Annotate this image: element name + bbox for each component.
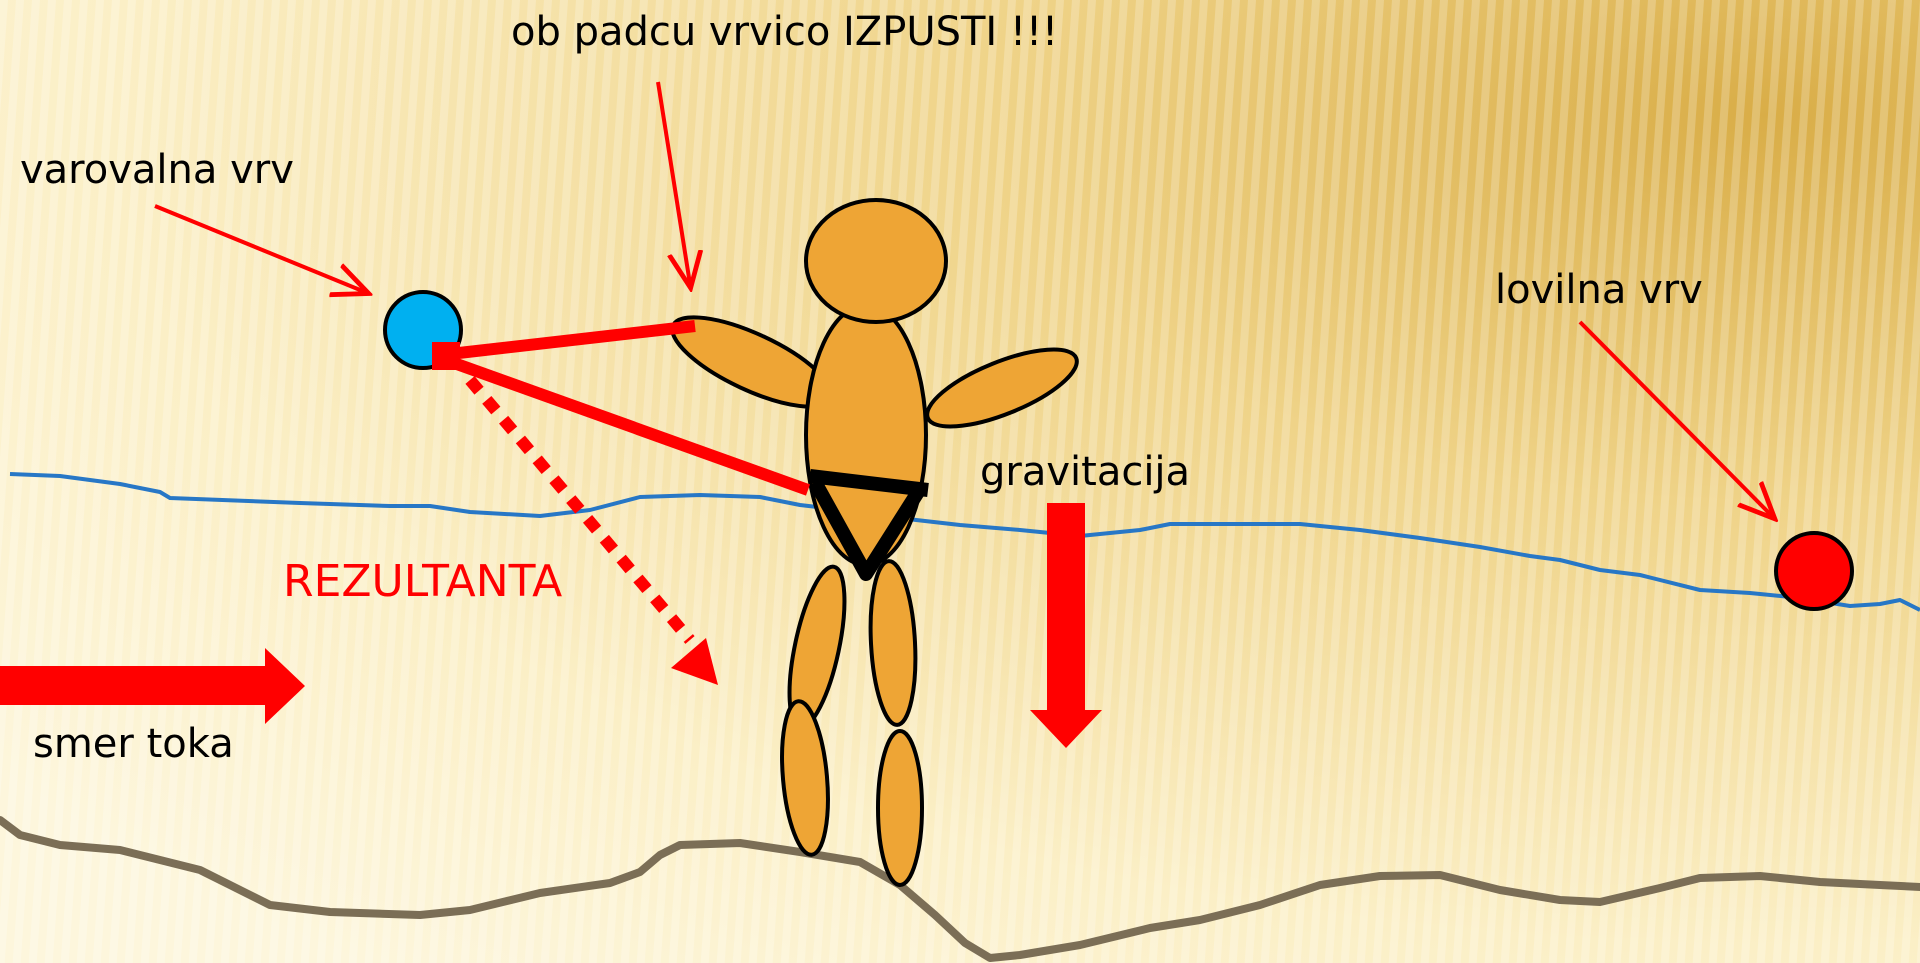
harness bbox=[808, 469, 929, 581]
pointer-catch-rope-arrow bbox=[1578, 320, 1772, 516]
river-bed-line bbox=[0, 816, 1920, 962]
figure-leg-upper-right bbox=[868, 559, 918, 727]
swimmer-figure bbox=[670, 198, 1079, 887]
catch-rope-ball bbox=[1774, 531, 1854, 611]
figure-torso bbox=[804, 303, 928, 567]
flow-direction-label: smer toka bbox=[33, 721, 234, 767]
harness-rope bbox=[437, 352, 811, 496]
pointer-instruction-arrow bbox=[656, 81, 690, 284]
flow-direction-arrow bbox=[0, 648, 305, 724]
instruction-label: ob padcu vrvico IZPUSTI !!! bbox=[511, 9, 1059, 55]
pointer-belay-rope-arrow bbox=[154, 204, 365, 292]
figure-leg-lower-left bbox=[780, 699, 830, 857]
rope-anchor bbox=[432, 342, 460, 370]
gravity-arrow bbox=[1030, 503, 1102, 748]
catch-rope-label: lovilna vrv bbox=[1495, 267, 1703, 313]
figure-leg-lower-right bbox=[876, 729, 924, 887]
resultant-arrow-line bbox=[465, 376, 695, 644]
resultant-arrow-head bbox=[671, 638, 718, 685]
resultant-label: REZULTANTA bbox=[283, 556, 563, 607]
figure-head bbox=[804, 198, 948, 324]
held-rope bbox=[449, 320, 696, 360]
gravity-label: gravitacija bbox=[980, 449, 1191, 495]
figure-arm-right bbox=[925, 347, 1079, 429]
belay-rope-label: varovalna vrv bbox=[20, 147, 294, 193]
